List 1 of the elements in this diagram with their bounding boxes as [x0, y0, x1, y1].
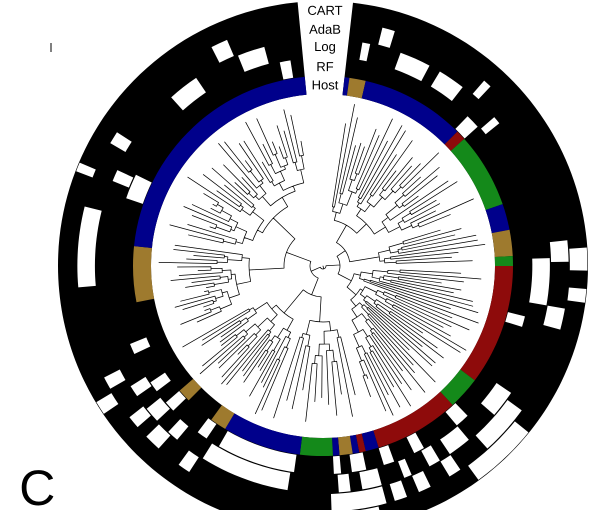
panel-letter: C [22, 470, 54, 506]
